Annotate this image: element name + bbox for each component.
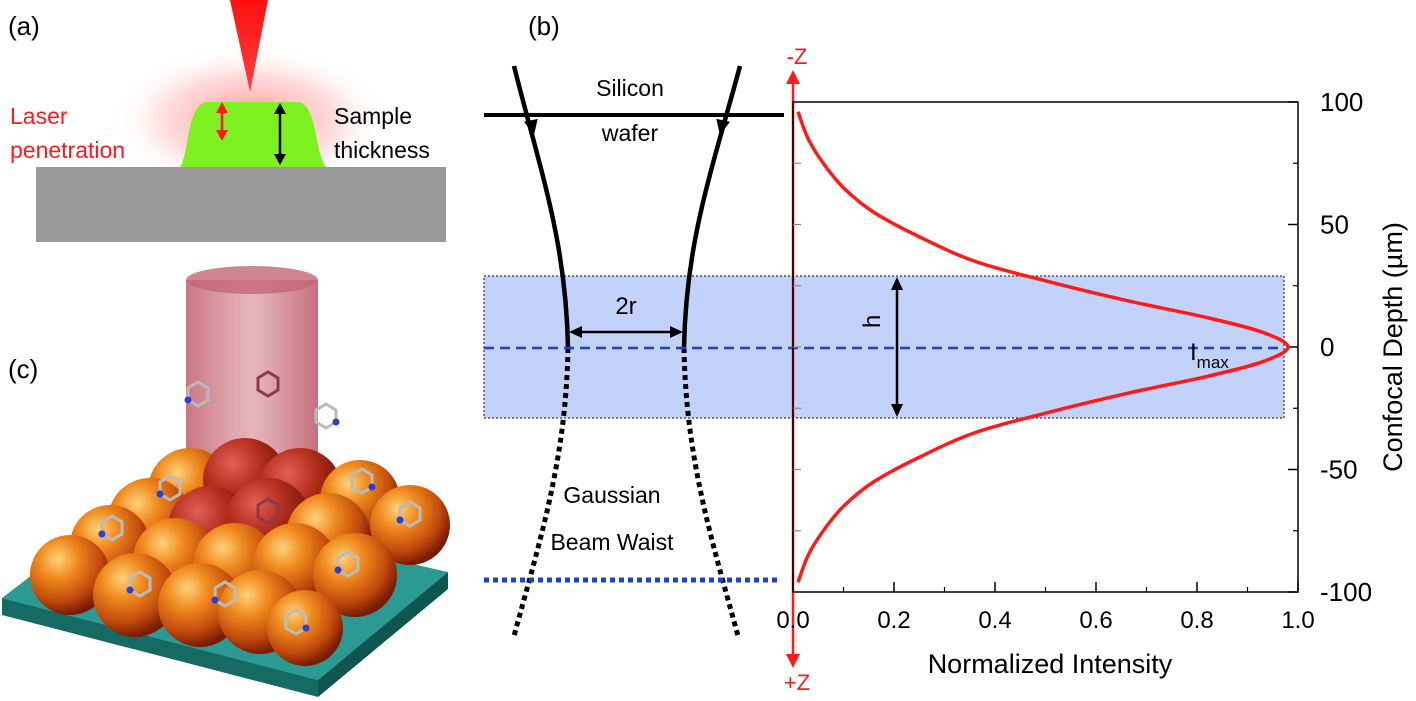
imax-label: Imax bbox=[1190, 339, 1229, 372]
molecule-icon bbox=[314, 402, 338, 430]
panel-a-label: (a) bbox=[8, 11, 40, 41]
thickness-arrow-head-bottom bbox=[274, 154, 286, 165]
beam-direction-arrow-right bbox=[716, 118, 730, 135]
laser-penetration-line1: Laser bbox=[10, 103, 68, 129]
silicon-label-line1: Silicon bbox=[596, 75, 664, 101]
y-tick-label: -100 bbox=[1320, 577, 1372, 607]
panel-c-label: (c) bbox=[8, 354, 38, 384]
height-arrow-head-bottom bbox=[891, 404, 903, 417]
y-tick-label: -50 bbox=[1320, 455, 1358, 485]
panel-b: (b) Silicon wafer 2r h Gaussian Beam Wai… bbox=[483, 11, 1285, 695]
pos-z-label: +Z bbox=[784, 670, 810, 695]
laser-penetration-line2: penetration bbox=[10, 137, 125, 163]
silicon-label-line2: wafer bbox=[601, 120, 659, 146]
intensity-curve bbox=[796, 111, 1290, 583]
y-tick-label: 100 bbox=[1320, 87, 1363, 117]
nitrogen-atoms bbox=[98, 396, 404, 632]
z-axis-arrow-top bbox=[786, 70, 800, 84]
y-tick-label: 50 bbox=[1320, 210, 1349, 240]
height-label: h bbox=[859, 315, 886, 328]
penetration-arrow-head-bottom bbox=[216, 130, 228, 141]
x-axis-ticks: 0.0 0.2 0.4 0.6 0.8 1.0 bbox=[776, 582, 1315, 634]
molecule-icon bbox=[256, 370, 280, 398]
y-axis-label: Confocal Depth (µm) bbox=[1378, 222, 1408, 472]
nanoparticle bbox=[30, 535, 110, 615]
imax-subscript: max bbox=[1197, 353, 1230, 372]
radius-label: 2r bbox=[615, 293, 636, 320]
panel-c: (c) bbox=[2, 266, 450, 697]
intensity-chart: 0.0 0.2 0.4 0.6 0.8 1.0 100 50 0 -50 -100 Normali… bbox=[776, 87, 1408, 679]
sample-thickness-line1: Sample bbox=[334, 103, 412, 129]
y-tick-label: 0 bbox=[1320, 332, 1334, 362]
sample-droplet bbox=[180, 102, 326, 167]
thickness-arrow-head-top bbox=[274, 103, 286, 114]
beam-edge-left bbox=[511, 65, 571, 349]
nanoparticle bbox=[93, 553, 177, 637]
sample-thickness-line2: thickness bbox=[334, 137, 430, 163]
penetration-arrow-head-top bbox=[216, 102, 228, 113]
x-tick-label: 1.0 bbox=[1281, 607, 1314, 634]
imax-main: I bbox=[1190, 339, 1197, 366]
panel-b-label: (b) bbox=[528, 11, 560, 41]
x-tick-label: 0.2 bbox=[877, 607, 910, 634]
height-arrow-head-top bbox=[891, 277, 903, 290]
radius-arrow-head-left bbox=[569, 326, 582, 338]
x-tick-label: 0.6 bbox=[1079, 607, 1112, 634]
laser-beam-icon bbox=[230, 0, 268, 92]
beam-edge-right bbox=[681, 65, 743, 349]
y-axis-ticks: 100 50 0 -50 -100 bbox=[793, 87, 1372, 607]
x-axis-label: Normalized Intensity bbox=[928, 649, 1173, 679]
gaussian-label-line2: Beam Waist bbox=[550, 529, 674, 555]
x-tick-label: 0.4 bbox=[978, 607, 1011, 634]
beam-edge-right-extension bbox=[681, 347, 741, 637]
laser-cylinder-top bbox=[186, 266, 318, 294]
radius-arrow-head-right bbox=[670, 326, 683, 338]
beam-edge-left-extension bbox=[511, 347, 571, 637]
panel-a: (a) Laser penetration Sample thickness bbox=[8, 0, 446, 242]
nanoparticle bbox=[313, 533, 397, 617]
beam-direction-arrow-left bbox=[524, 118, 538, 135]
x-tick-label: 0.8 bbox=[1180, 607, 1213, 634]
neg-z-label: -Z bbox=[787, 44, 808, 69]
x-tick-label: 0.0 bbox=[776, 607, 809, 634]
substrate-side-right bbox=[318, 572, 448, 697]
z-axis-arrow-bottom bbox=[786, 654, 800, 668]
substrate bbox=[36, 167, 446, 242]
substrate-side-front bbox=[2, 598, 318, 697]
molecule-icon bbox=[256, 497, 280, 525]
gaussian-label-line1: Gaussian bbox=[563, 482, 660, 508]
